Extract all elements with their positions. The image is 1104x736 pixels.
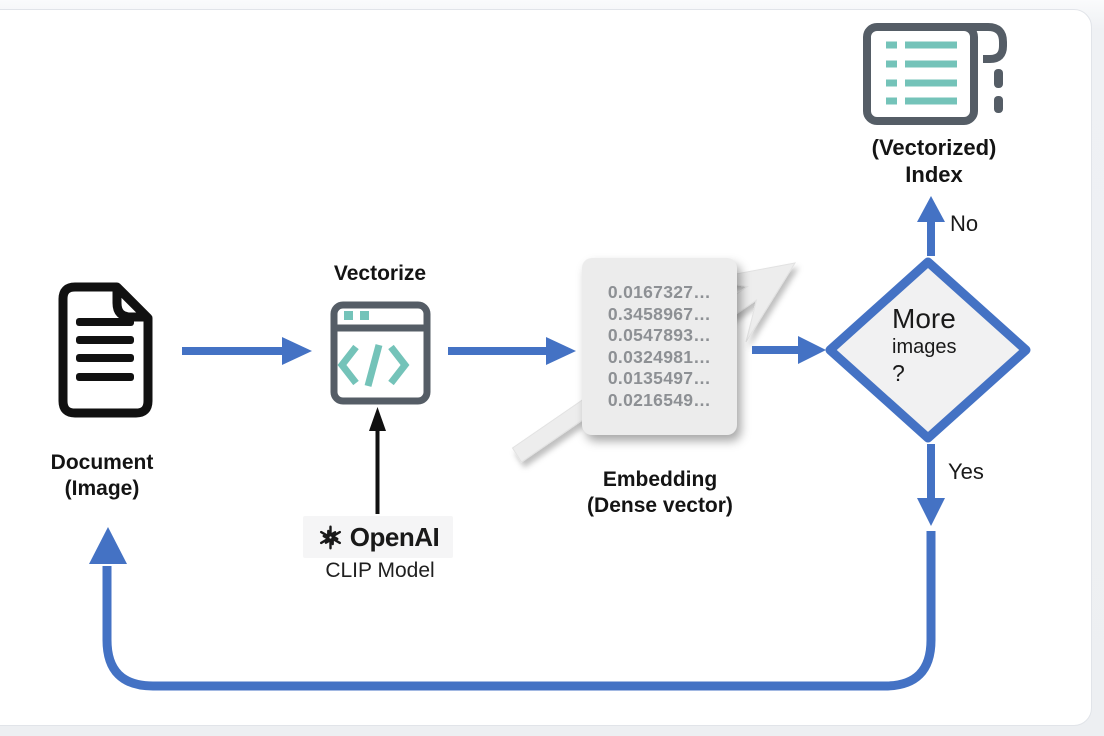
embedding-value: 0.0167327… (607, 282, 712, 302)
loop-back-arrow (89, 527, 936, 691)
embedding-value: 0.0135497… (607, 368, 712, 388)
yes-arrow (917, 444, 945, 526)
index-label: (Vectorized) Index (834, 134, 1034, 188)
decision-label: More images ? (892, 303, 1012, 387)
flow-arrow-document-to-vectorize (182, 337, 312, 365)
decision-line2: images (892, 336, 957, 358)
embedding-value: 0.0547893… (607, 325, 712, 345)
document-icon (58, 282, 153, 418)
edge-label-no: No (950, 211, 979, 236)
document-label-line2: (Image) (64, 477, 140, 500)
openai-brand: OpenAI (303, 516, 453, 558)
code-window-icon (330, 301, 431, 405)
document-label: Document (Image) (20, 450, 184, 502)
embedding-label-line2: (Dense vector) (587, 494, 733, 517)
no-arrow (917, 196, 945, 256)
openai-wordmark: OpenAI (349, 521, 440, 552)
embedding-vector-box: 0.0167327… 0.3458967… 0.0547893… 0.03249… (582, 258, 737, 435)
embedding-value: 0.3458967… (607, 303, 712, 324)
edge-label-yes: Yes (948, 459, 984, 484)
embedding-label-line1: Embedding (602, 468, 718, 491)
openai-logo-icon (319, 525, 341, 549)
index-notebook-icon (863, 23, 1007, 125)
decision-diamond (825, 257, 1031, 443)
embedding-label: Embedding (Dense vector) (558, 467, 762, 519)
flow-arrow-vectorize-to-embedding (448, 337, 576, 365)
clip-model-label: CLIP Model (325, 559, 435, 582)
vectorize-title: Vectorize (333, 262, 427, 285)
model-arrow (369, 407, 386, 514)
decision-line1: More (892, 303, 956, 334)
index-label-line1: (Vectorized) (871, 135, 997, 160)
embedding-value: 0.0324981… (607, 346, 712, 367)
index-label-line2: Index (905, 162, 963, 187)
embedding-value: 0.0216549… (607, 389, 712, 410)
document-label-line1: Document (50, 451, 154, 474)
decision-line3: ? (892, 360, 905, 386)
flow-arrow-embedding-to-decision (752, 336, 826, 364)
